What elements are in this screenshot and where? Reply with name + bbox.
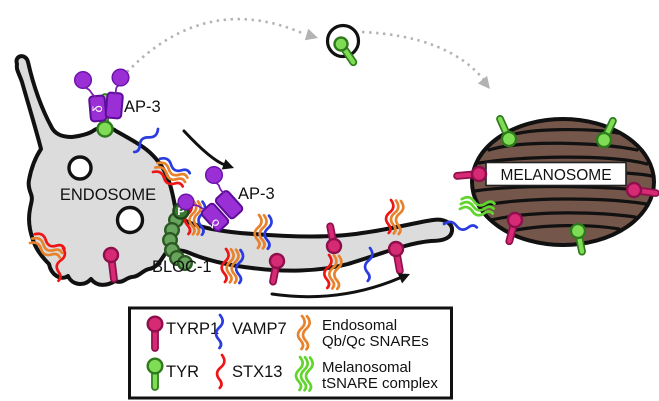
bloc1-label: BLOC-1 [152,258,212,276]
arrowhead-icon [221,159,234,170]
endosomal-qbqc-snares [151,156,192,188]
ap3-ear-domain [111,68,130,87]
legend-item-endosomal-qbqc-snares: Endosomal Qb/Qc SNAREs [296,314,429,351]
ap3-ear-domain [73,70,93,90]
melanosome: MELANOSOME [470,117,656,247]
tyrp1-pin [268,252,286,286]
ap3-ear-linker [85,87,97,98]
endosomal-qbqc-snares [253,213,273,251]
melanosomal-tsnare-squiggles [294,355,314,392]
ap3-ear-domain [177,193,195,211]
stx13-snare [55,246,67,283]
dotted-arrow-to-melanosome [361,30,490,89]
arrowhead-icon [477,75,490,89]
legend-item-melanosomal-tsnare: Melanosomal tSNARE complex [294,355,438,392]
endosomal-qbqc-snares [28,232,66,259]
dotted-arrow-to-vesicle [126,17,318,73]
tyrp1-pin [625,181,659,199]
tyrp1-pin [146,315,164,352]
legend-item-vamp7: VAMP7 [214,313,287,350]
legend-label: TYR [166,363,199,381]
tyrp1-pin [387,240,405,275]
ap3-label: AP-3 [238,185,275,203]
legend-item-tyr: TYR [146,357,199,391]
legend-label: VAMP7 [232,320,287,338]
melanosomal-tsnare-complex [458,195,496,217]
bloc1-subunit [176,255,193,272]
vamp7-snare [442,220,479,231]
ap3-budding-arrow [182,129,234,170]
tyrp1-pin [453,165,488,183]
arrowhead-icon [397,273,410,284]
ap3-adaptor-body [200,202,230,232]
ap3-ear-linker [215,182,224,193]
ap3-complex-tubule: δ AP-3 [177,165,275,232]
legend-box: TYRP1 VAMP7 Endosomal Qb/Qc SNAREs TYR [128,306,453,400]
tubule-flow-arrow [270,273,410,299]
legend-label-line1: Melanosomal [322,359,411,376]
phospho-label: P [177,206,184,218]
tyrp1-pin [505,211,524,246]
vamp7-snare [363,246,374,283]
legend-label-line2: Qb/Qc SNAREs [322,333,429,350]
legend-item-stx13: STX13 [215,353,282,390]
dotted-arrow-path [361,30,486,81]
tyr-pin [569,222,587,256]
ap3-ear-domain [204,165,224,185]
tyr-pin [496,115,518,148]
intraluminal-vesicle [115,205,145,235]
ap3-ear-linker [113,85,119,95]
stx13-squiggle [215,353,226,390]
tyr-pin [333,36,358,67]
vamp7-squiggle [214,313,225,350]
endosomal-qbqc-snares [220,247,245,285]
ap3-adaptor-body [214,190,244,220]
legend-item-tyrp1: TYRP1 [146,315,219,352]
ap3-label: AP-3 [124,98,161,116]
legend-label: STX13 [232,363,282,381]
tyr-pin [595,117,617,149]
endosomal-qbqc-snares-squiggles [296,314,311,351]
legend-label-line1: Endosomal [322,317,397,334]
tyrp1-pin [102,246,120,283]
vamp7-snare [132,127,160,154]
tyr-pin [146,357,164,391]
endosomal-qbqc-snares [384,198,405,236]
ap3-ear-linker [191,204,205,210]
legend-label-line2: tSNARE complex [322,375,438,392]
transport-vesicle [325,23,361,67]
legend-border [128,306,453,400]
ap3-delta-label: δ [90,105,105,112]
intraluminal-vesicle [67,155,93,181]
ap3-adaptor-core: δ [200,190,244,232]
melanosome-label: MELANOSOME [500,167,611,184]
arrowhead-icon [304,28,318,41]
ap3-adaptor-body [104,91,124,120]
endosomal-qbqc-snares [323,253,343,291]
legend-label: TYRP1 [166,320,219,338]
dotted-arrow-path [126,17,303,73]
tyrp1-pin [325,222,343,255]
ap3-complex-endosome: δ AP-3 [73,68,161,138]
endosome-label: ENDOSOME [60,186,156,204]
